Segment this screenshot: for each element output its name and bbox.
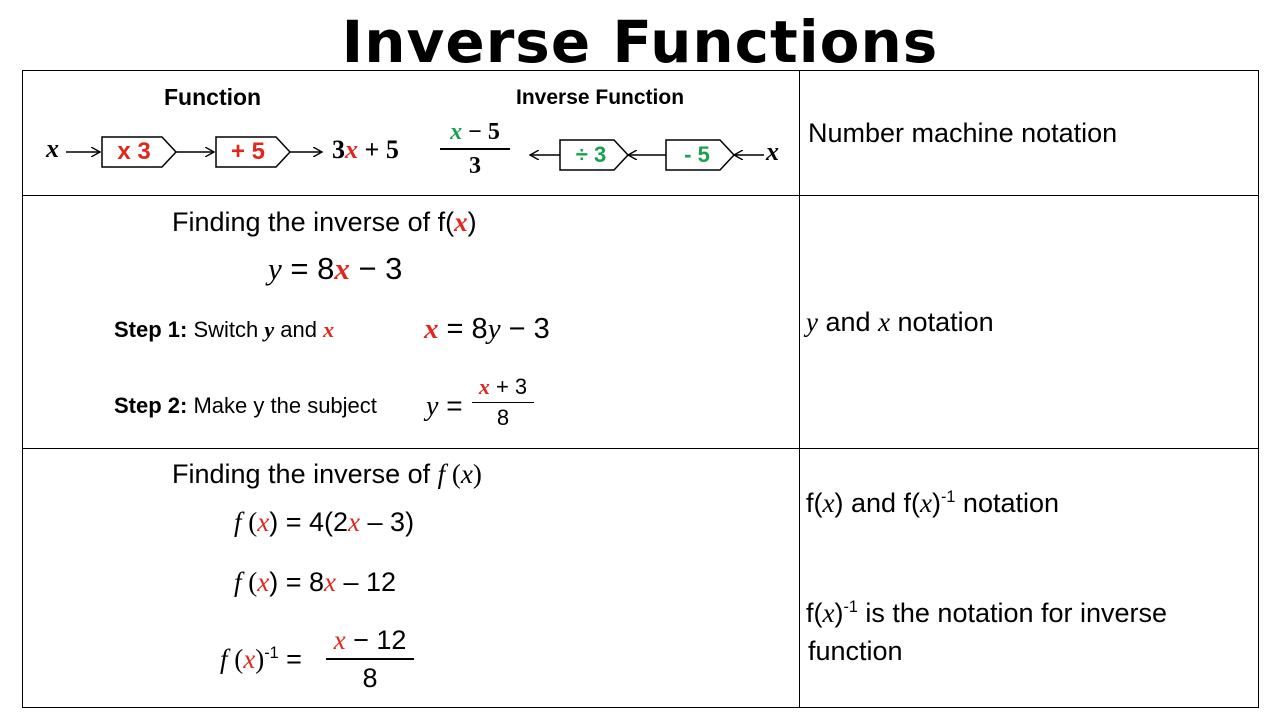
function-input-x: x [46, 134, 59, 163]
inverse-machine-box-1-label: ÷ 3 [575, 142, 607, 167]
inverse-input-x: x [766, 137, 779, 166]
machine-box-1-label: x 3 [117, 138, 151, 165]
page-title: Inverse Functions [341, 8, 939, 76]
row2-heading: Finding the inverse of f(x) [172, 207, 477, 237]
function-heading: Function [164, 84, 262, 110]
step1-equation: x = 8y − 3 [424, 313, 550, 345]
row1-label: Number machine notation [808, 118, 1118, 148]
inverse-machine-box-1 [559, 139, 630, 171]
table-row-divider-1 [22, 195, 1259, 196]
step1-text: Step 1: Switch y and x [114, 317, 335, 342]
table-border-top [22, 70, 1259, 71]
row3-label-1: f(x) and f(x)-1 notation [806, 488, 1060, 518]
row3-label-2-continued: function [808, 636, 903, 666]
row3-line1: f (x) = 4(2x – 3) [234, 507, 415, 537]
row3-line2: f (x) = 8x – 12 [234, 567, 397, 597]
table-border-left [22, 70, 23, 708]
row3-label-2: f(x)-1 is the notation for inverse [806, 598, 1168, 628]
table-border-right [1258, 70, 1259, 708]
step2-fraction: x + 3 8 [472, 374, 534, 431]
row2-label: y and x notation [806, 307, 994, 337]
machine-box-2 [215, 136, 292, 168]
function-output: 3x + 5 [332, 135, 399, 164]
step2-text: Step 2: Make y the subject [114, 393, 377, 418]
row3-line3-fraction: x − 12 8 [326, 624, 414, 694]
machine-box-1 [101, 136, 178, 168]
number-machine-diagram [66, 136, 764, 171]
inverse-machine-box-2-label: - 5 [684, 142, 710, 167]
step2-equation-lhs: y = [426, 390, 463, 422]
table-column-divider [799, 70, 800, 708]
row3-line3-lhs: f (x)-1 = [220, 644, 302, 674]
table-border-bottom [22, 707, 1259, 708]
inverse-function-heading: Inverse Function [516, 86, 685, 109]
machine-box-2-label: + 5 [230, 138, 266, 165]
inverse-output-fraction: x − 5 3 [440, 118, 510, 180]
row2-equation: y = 8x − 3 [268, 251, 403, 286]
row3-heading: Finding the inverse of f (x) [172, 459, 482, 489]
inverse-machine-box-2 [665, 139, 736, 171]
table-row-divider-2 [22, 448, 1259, 449]
